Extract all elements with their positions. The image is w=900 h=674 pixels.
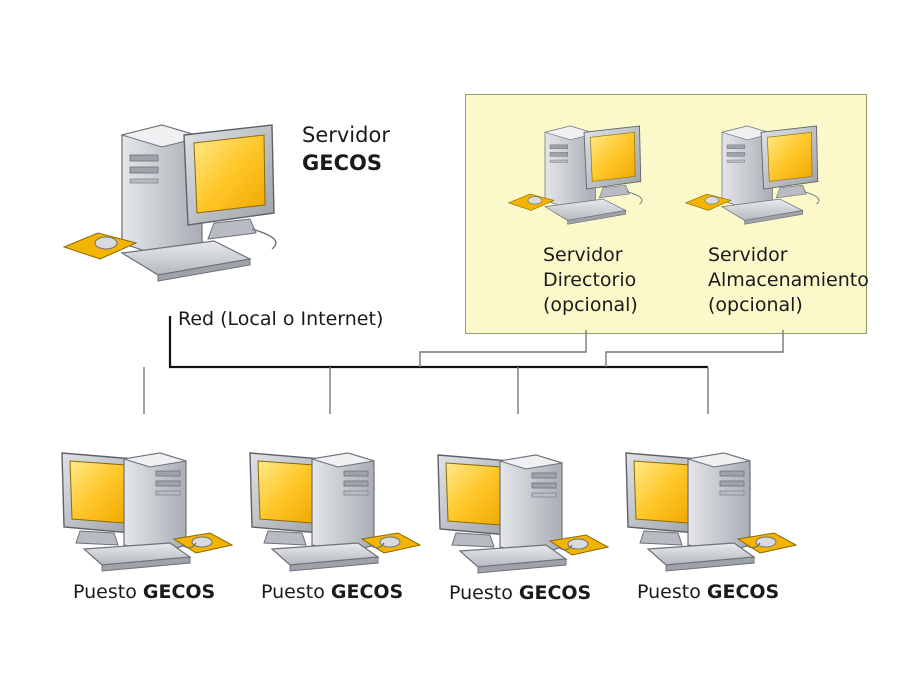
workstation-label-prefix: Puesto — [637, 581, 701, 603]
workstation-label-prefix: Puesto — [449, 582, 513, 604]
network-bus-line — [168, 316, 708, 369]
workstation-label: Puesto GECOS — [637, 580, 779, 605]
network-lines — [143, 316, 784, 414]
storage-server-label-line2: Almacenamiento — [708, 269, 869, 291]
workstation-computer-icon — [249, 452, 421, 572]
workstation-label: Puesto GECOS — [73, 580, 215, 605]
workstation-computer-icon — [61, 452, 233, 572]
storage-server-computer-icon — [685, 125, 820, 225]
directory-server-label: Servidor Directorio (opcional) — [543, 243, 638, 318]
main-server-computer-icon — [63, 124, 277, 282]
directory-server-label-line2: Directorio — [543, 269, 637, 291]
workstation-label: Puesto GECOS — [449, 581, 591, 606]
directory-server-link — [419, 330, 587, 367]
workstation-label: Puesto GECOS — [261, 580, 403, 605]
storage-server-label-line1: Servidor — [708, 244, 788, 266]
storage-server-label: Servidor Almacenamiento (opcional) — [708, 243, 869, 318]
workstation-label-name: GECOS — [142, 581, 216, 603]
storage-server-label-line3: (opcional) — [708, 294, 803, 316]
workstation-label-name: GECOS — [706, 581, 780, 603]
directory-server-label-line1: Servidor — [543, 244, 623, 266]
workstation-label-prefix: Puesto — [73, 581, 137, 603]
workstation-label-name: GECOS — [330, 581, 404, 603]
main-server-label: Servidor GECOS — [302, 121, 390, 177]
directory-server-label-line3: (opcional) — [543, 294, 638, 316]
workstation-label-prefix: Puesto — [261, 581, 325, 603]
workstation-label-name: GECOS — [518, 582, 592, 604]
workstation-computer-icon — [437, 454, 609, 574]
main-server-label-line1: Servidor — [302, 123, 390, 147]
main-server-label-line2: GECOS — [302, 151, 382, 175]
workstation-computer-icon — [625, 452, 797, 572]
storage-server-link — [605, 330, 784, 367]
directory-server-computer-icon — [508, 125, 643, 225]
network-label: Red (Local o Internet) — [178, 308, 384, 330]
